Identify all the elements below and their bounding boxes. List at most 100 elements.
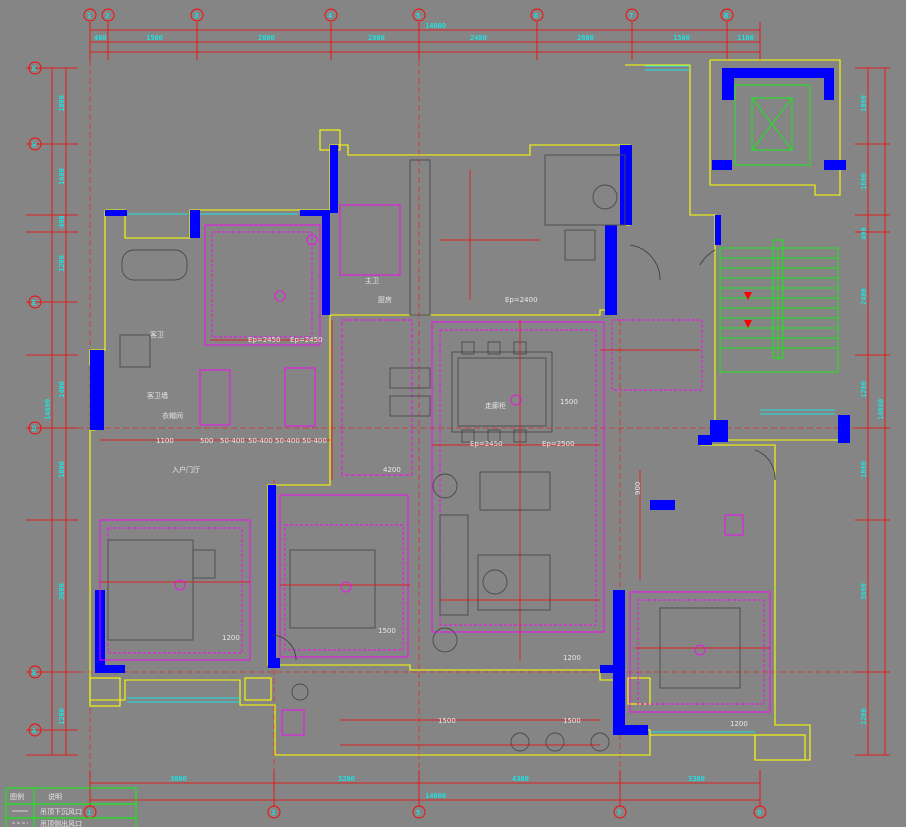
label-dining-dim-a: Ep=2450 — [470, 440, 503, 448]
axis-top-3: 3 — [194, 12, 198, 20]
label-cab-6: 50-400 — [302, 437, 327, 445]
axis-left-H: H — [32, 141, 36, 149]
top-seg-7: 1500 — [673, 34, 690, 42]
label-master-bath: 主卫 — [365, 276, 379, 285]
right-seg-7: 3600 — [860, 583, 868, 600]
left-seg-6: 1800 — [58, 461, 66, 478]
bottom-dimension-lines — [89, 770, 761, 806]
top-seg-3: 2800 — [258, 34, 275, 42]
light-fixtures — [174, 234, 706, 656]
bottom-seg-4: 3300 — [688, 775, 705, 783]
axis-left-A: A — [32, 727, 37, 735]
door-swings — [271, 244, 776, 661]
axis-bottom-7: 7 — [617, 809, 621, 817]
label-cab-5: 50-400 — [275, 437, 300, 445]
label-second-bath: 客卫 — [150, 330, 164, 339]
label-closet: 衣帽间 — [162, 411, 183, 420]
top-seg-5: 2400 — [470, 34, 487, 42]
left-seg-1: 1800 — [58, 95, 66, 112]
axis-grid-lines — [78, 60, 855, 770]
top-seg-6: 2600 — [577, 34, 594, 42]
label-entrance-hall: 入户门厅 — [172, 465, 200, 474]
label-bed2-dim: 1500 — [378, 627, 396, 635]
right-seg-4: 2400 — [860, 288, 868, 305]
top-segment-labels: 400 1500 2800 2800 2400 2600 1500 1100 — [94, 34, 754, 42]
bottom-axis-bubbles — [83, 805, 767, 819]
top-dimension-lines — [89, 22, 761, 60]
axis-bottom-9: 9 — [757, 809, 761, 817]
axis-top-6: 6 — [534, 12, 538, 20]
legend-symbols — [12, 810, 28, 824]
left-seg-5: 1400 — [58, 381, 66, 398]
axis-top-7: 7 — [629, 12, 633, 20]
label-side-dim: 1200 — [563, 654, 581, 662]
axis-top-8: 8 — [724, 12, 728, 20]
left-axis-bubbles — [28, 61, 42, 737]
right-seg-8: 1200 — [860, 708, 868, 725]
bottom-total-dimension: 14600 — [425, 792, 446, 800]
bottom-seg-3: 4300 — [512, 775, 529, 783]
left-total-dimension: 14600 — [44, 399, 52, 420]
bottom-seg-1: 3800 — [170, 775, 187, 783]
axis-bottom-1: 1 — [87, 809, 91, 817]
right-dimension-lines — [855, 67, 890, 756]
axis-left-D: D — [32, 425, 36, 433]
staircase — [719, 84, 839, 373]
right-segment-labels: 1800 1600 400 2400 1200 1800 3600 1200 1… — [860, 95, 885, 725]
top-seg-8: 1100 — [737, 34, 754, 42]
label-balcony-dim-a: 1500 — [438, 717, 456, 725]
right-seg-3: 400 — [860, 227, 868, 240]
legend-row-2: 吊顶侧出风口 — [40, 819, 82, 827]
interior-dimensions — [100, 170, 770, 746]
label-living-width: 4200 — [383, 466, 401, 474]
label-bath-dim2: Ep=2450 — [290, 336, 323, 344]
axis-left-B: B — [32, 669, 36, 677]
label-cab-4: 50-400 — [248, 437, 273, 445]
axis-left-K: K — [32, 65, 37, 73]
axis-top-1: 1 — [87, 12, 91, 20]
bottom-seg-2: 3200 — [338, 775, 355, 783]
label-bedroom-dim: 1200 — [222, 634, 240, 642]
left-segment-labels: 1800 1600 400 1200 1400 1800 3600 1200 1… — [44, 95, 66, 725]
left-seg-2: 1600 — [58, 168, 66, 185]
left-dimension-lines — [26, 67, 78, 756]
bottom-segment-labels: 3800 3200 4300 3300 14600 — [170, 775, 705, 800]
right-seg-1: 1800 — [860, 95, 868, 112]
axis-top-5: 5 — [416, 12, 420, 20]
right-seg-6: 1800 — [860, 461, 868, 478]
label-second-bath-wall: 客卫墙 — [147, 391, 168, 400]
top-seg-2: 1500 — [146, 34, 163, 42]
right-total-dimension: 14600 — [877, 399, 885, 420]
furniture-outline — [107, 154, 741, 752]
label-kitchen-dim: Ep=2400 — [505, 296, 538, 304]
axis-bottom-5: 5 — [416, 809, 420, 817]
top-seg-1: 400 — [94, 34, 107, 42]
bottom-axis-labels: 1 3 5 7 9 — [87, 809, 761, 817]
label-kitchen: 厨房 — [378, 295, 392, 304]
left-seg-8: 1200 — [58, 708, 66, 725]
axis-top-4: 4 — [328, 12, 332, 20]
label-dining-dim-b: Ep=2500 — [542, 440, 575, 448]
legend-header-symbol: 图例 — [10, 792, 24, 801]
right-seg-2: 1600 — [860, 173, 868, 190]
stair-arrows — [744, 292, 752, 328]
label-gallery: 走廊柜 — [485, 401, 506, 410]
label-bath-h: 900 — [634, 482, 642, 495]
top-axis-bubbles — [83, 8, 734, 22]
top-axis-labels: 1 2 3 4 5 6 7 8 — [87, 12, 728, 20]
axis-top-2: 2 — [105, 12, 109, 20]
wall-segments — [90, 68, 850, 735]
label-bath-w: 1200 — [730, 720, 748, 728]
top-total-dimension: 14600 — [425, 22, 446, 30]
top-seg-4: 2800 — [368, 34, 385, 42]
label-cab-1: 1100 — [156, 437, 174, 445]
window-lines — [127, 65, 835, 733]
left-seg-4: 1200 — [58, 255, 66, 272]
label-bath-dim: Ep=2450 — [248, 336, 281, 344]
axis-left-E: E — [32, 299, 36, 307]
left-seg-7: 3600 — [58, 583, 66, 600]
left-axis-labels: K H E D B A — [32, 65, 37, 735]
label-cab-2: 500 — [200, 437, 213, 445]
label-cab-3: 50-400 — [220, 437, 245, 445]
